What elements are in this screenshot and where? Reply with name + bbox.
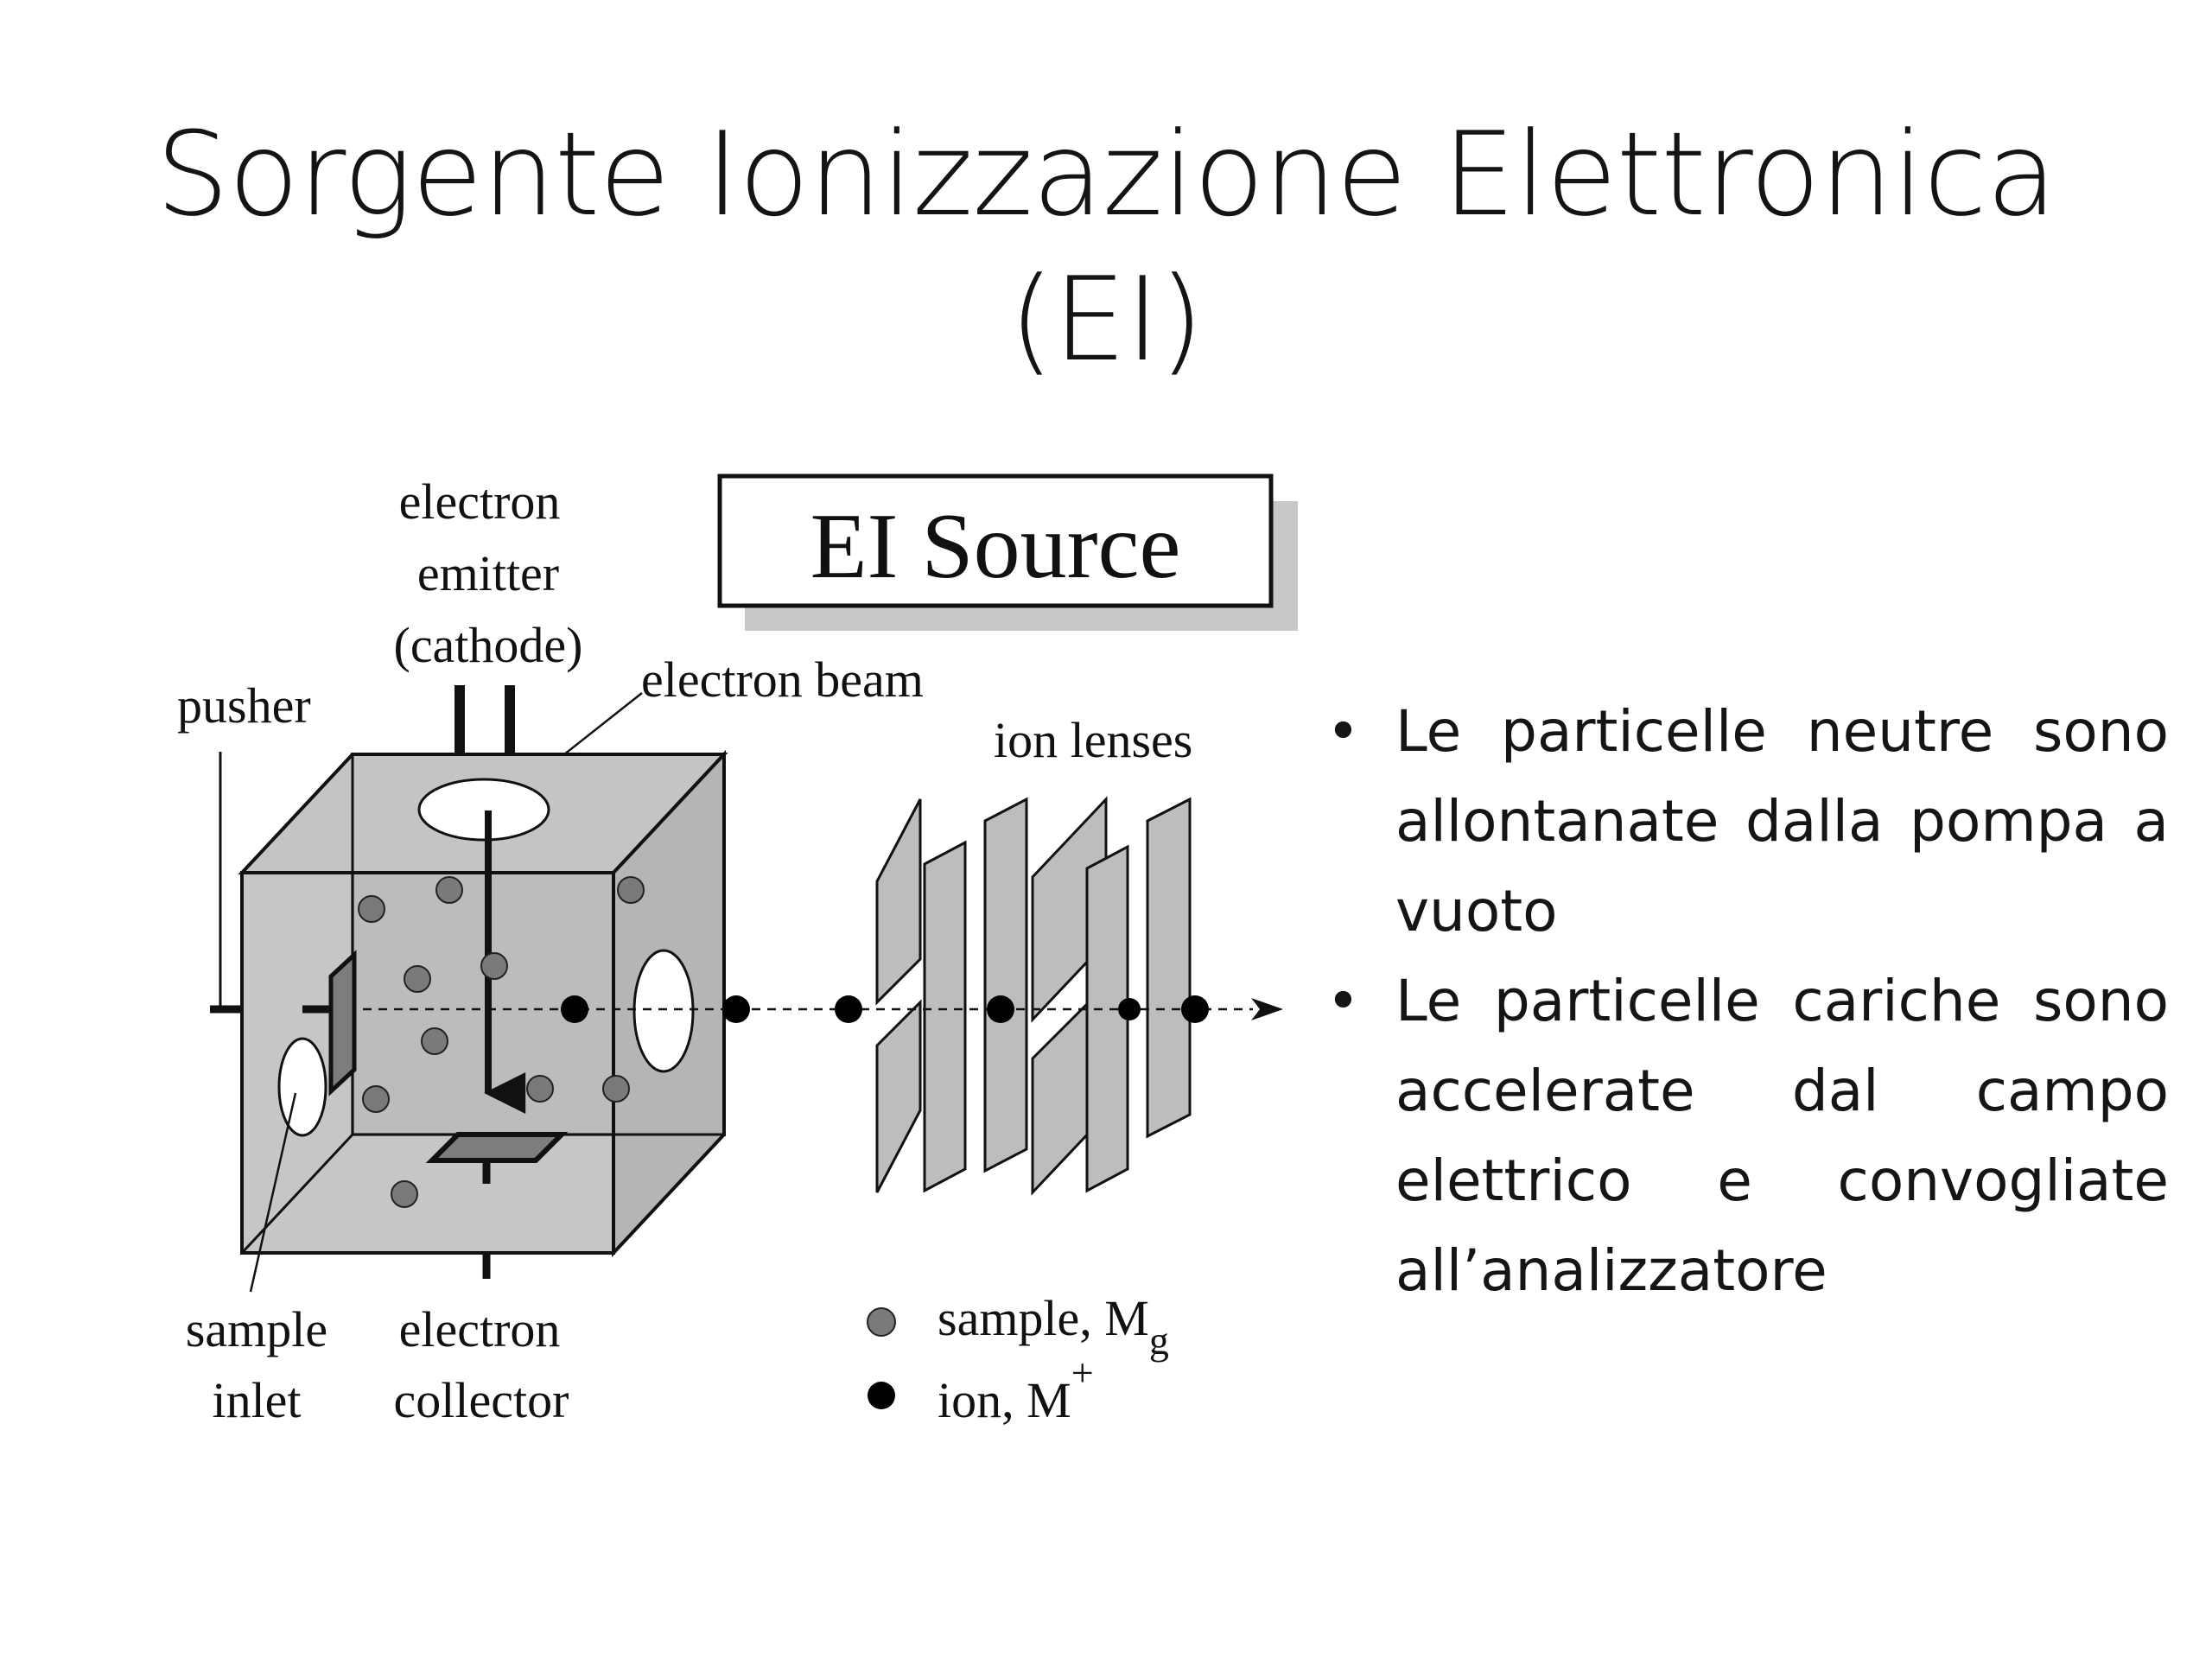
label-electron-beam: electron beam — [641, 652, 924, 708]
label-emitter-3: (cathode) — [394, 617, 583, 673]
label-sample-inlet-2: inlet — [212, 1372, 301, 1428]
bullet-list: Le particelle neutre sono allontanate da… — [1326, 687, 2169, 1316]
label-emitter-1: electron — [399, 474, 561, 530]
label-pusher: pusher — [177, 677, 311, 734]
collector-plate — [425, 1132, 569, 1163]
inlet-pointer — [249, 1092, 297, 1293]
label-collector-1: electron — [399, 1301, 561, 1357]
label-sample-inlet-1: sample — [186, 1301, 327, 1357]
legend-sample-dot — [867, 1307, 896, 1337]
label-collector-2: collector — [394, 1372, 569, 1428]
ion-lenses — [875, 796, 1192, 1196]
legend-ion-sup: + — [1071, 1351, 1094, 1395]
title-line-2: (EI) — [1008, 252, 1205, 387]
legend-sample-label: sample, Mg — [938, 1290, 1169, 1363]
title-line-1: Sorgente Ionizzazione Elettronica — [156, 107, 2057, 242]
legend-ion-dot — [868, 1382, 895, 1409]
sample-molecules — [358, 876, 645, 1208]
slide-title: Sorgente Ionizzazione Elettronica (EI) — [0, 102, 2212, 392]
box-title-text: EI Source — [810, 495, 1181, 598]
exit-opening — [632, 949, 695, 1073]
legend-sample-sub: g — [1149, 1319, 1169, 1363]
label-emitter-2: emitter — [417, 545, 559, 601]
label-ion-lenses: ion lenses — [994, 712, 1192, 768]
top-opening — [417, 778, 550, 842]
pusher-plate — [328, 950, 357, 1096]
sample-inlet-opening — [277, 1037, 327, 1137]
bullet-item: Le particelle neutre sono allontanate da… — [1326, 687, 2169, 957]
legend-ion-label: ion, M+ — [938, 1351, 1094, 1428]
ions — [561, 995, 1209, 1023]
box-title-frame — [717, 474, 1274, 608]
bullet-item: Le particelle cariche sono accelerate da… — [1326, 957, 2169, 1316]
legend-sample-text: sample, M — [938, 1290, 1149, 1346]
legend-ion-text: ion, M — [938, 1372, 1071, 1428]
ion-path-arrowhead — [1251, 998, 1283, 1020]
